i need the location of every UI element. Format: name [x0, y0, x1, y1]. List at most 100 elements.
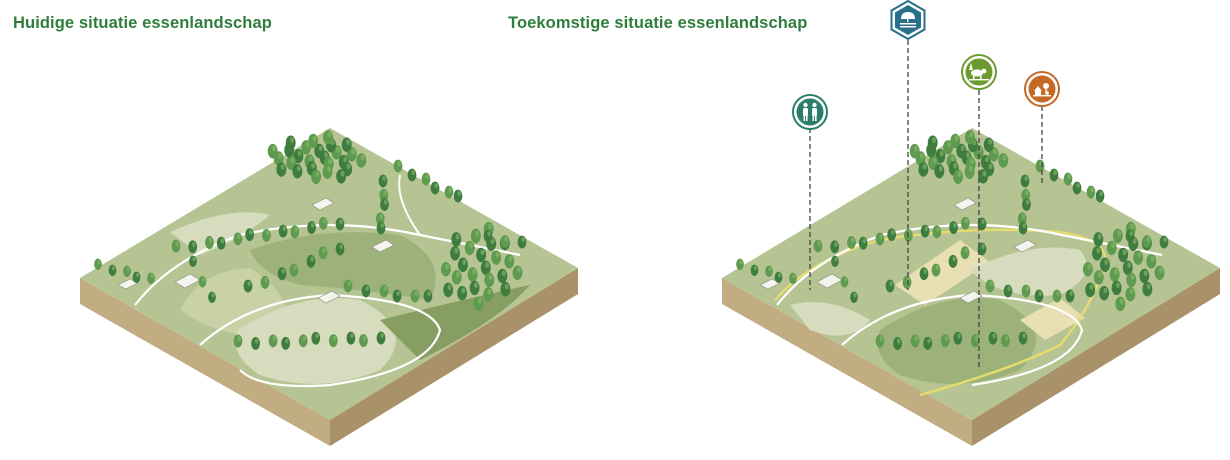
tree [285, 135, 296, 150]
tree [1146, 254, 1157, 269]
tree [1142, 235, 1152, 248]
tree [1109, 267, 1120, 282]
tree [260, 275, 270, 289]
tree [171, 239, 181, 253]
tree [875, 334, 885, 348]
path-loop [199, 293, 442, 388]
tree [286, 155, 297, 171]
tree [1085, 282, 1096, 298]
tree [847, 236, 856, 249]
tree [1049, 168, 1059, 182]
tree [831, 255, 839, 267]
tree [504, 254, 515, 269]
tree [500, 235, 510, 248]
tree [376, 331, 386, 345]
tree [243, 279, 253, 293]
tree [1118, 247, 1129, 263]
tree [470, 228, 481, 244]
tree [336, 169, 347, 184]
tree [910, 334, 920, 348]
tree [1111, 280, 1122, 296]
tree [965, 130, 975, 145]
tree [1018, 221, 1028, 235]
tree [1115, 296, 1126, 311]
tree [378, 174, 388, 188]
tree [920, 224, 930, 238]
tree [850, 291, 858, 303]
tree [902, 275, 912, 289]
grain-field-right [1020, 298, 1085, 340]
tree [1106, 240, 1117, 256]
tree [918, 162, 929, 177]
tree [467, 267, 478, 282]
field-light [970, 247, 1087, 296]
tree [323, 130, 333, 145]
tree [189, 255, 197, 267]
farm-buildings [117, 197, 395, 304]
tree [290, 225, 300, 239]
tree [132, 271, 141, 283]
field-lower-left [790, 302, 870, 336]
people-marker [792, 94, 828, 130]
tree [123, 265, 131, 277]
tree [473, 296, 484, 311]
tree [451, 232, 462, 247]
tree [281, 336, 291, 350]
tree [343, 279, 353, 293]
tree [1082, 261, 1093, 277]
tree [318, 216, 328, 230]
tree [205, 236, 214, 249]
tree [953, 331, 963, 345]
soil-side-right [972, 268, 1220, 446]
tree [261, 228, 271, 242]
tree [94, 258, 102, 270]
tree [318, 246, 328, 260]
tree [328, 334, 338, 348]
tree [774, 271, 783, 283]
tree [1003, 284, 1013, 298]
tree [298, 334, 308, 348]
tree [346, 331, 356, 345]
tree [940, 334, 950, 348]
tree [198, 276, 207, 288]
tree [267, 143, 278, 159]
tree [311, 169, 322, 184]
tree [483, 229, 493, 243]
soil-side-left [722, 278, 972, 446]
tree [341, 137, 352, 152]
tree [1133, 250, 1144, 265]
tree [956, 143, 967, 159]
tree [1112, 228, 1123, 244]
tree [430, 181, 440, 195]
tree [289, 263, 299, 277]
tree [998, 153, 1009, 168]
tree [977, 242, 987, 256]
tree [251, 337, 260, 350]
tree [1099, 285, 1110, 301]
tree [1125, 229, 1135, 243]
future-landscape-block [722, 0, 1220, 446]
tree [380, 198, 389, 211]
tree [840, 276, 849, 288]
tree [361, 284, 371, 298]
tree [932, 225, 942, 239]
tree [457, 285, 468, 301]
tree [1154, 265, 1165, 280]
tree [1093, 232, 1104, 247]
title-current-situation: Huidige situatie essenlandschap [13, 14, 272, 32]
tree [858, 236, 868, 250]
tree [407, 168, 417, 182]
tree [1022, 198, 1031, 211]
tree [1065, 289, 1075, 303]
tree [977, 217, 987, 231]
tree [307, 221, 316, 234]
tree [450, 246, 460, 261]
tree [928, 155, 939, 171]
farming-icon [969, 63, 989, 81]
tree [931, 263, 941, 277]
tree [457, 257, 468, 272]
tree [1063, 172, 1073, 186]
tree [960, 246, 970, 260]
tree [233, 334, 243, 348]
